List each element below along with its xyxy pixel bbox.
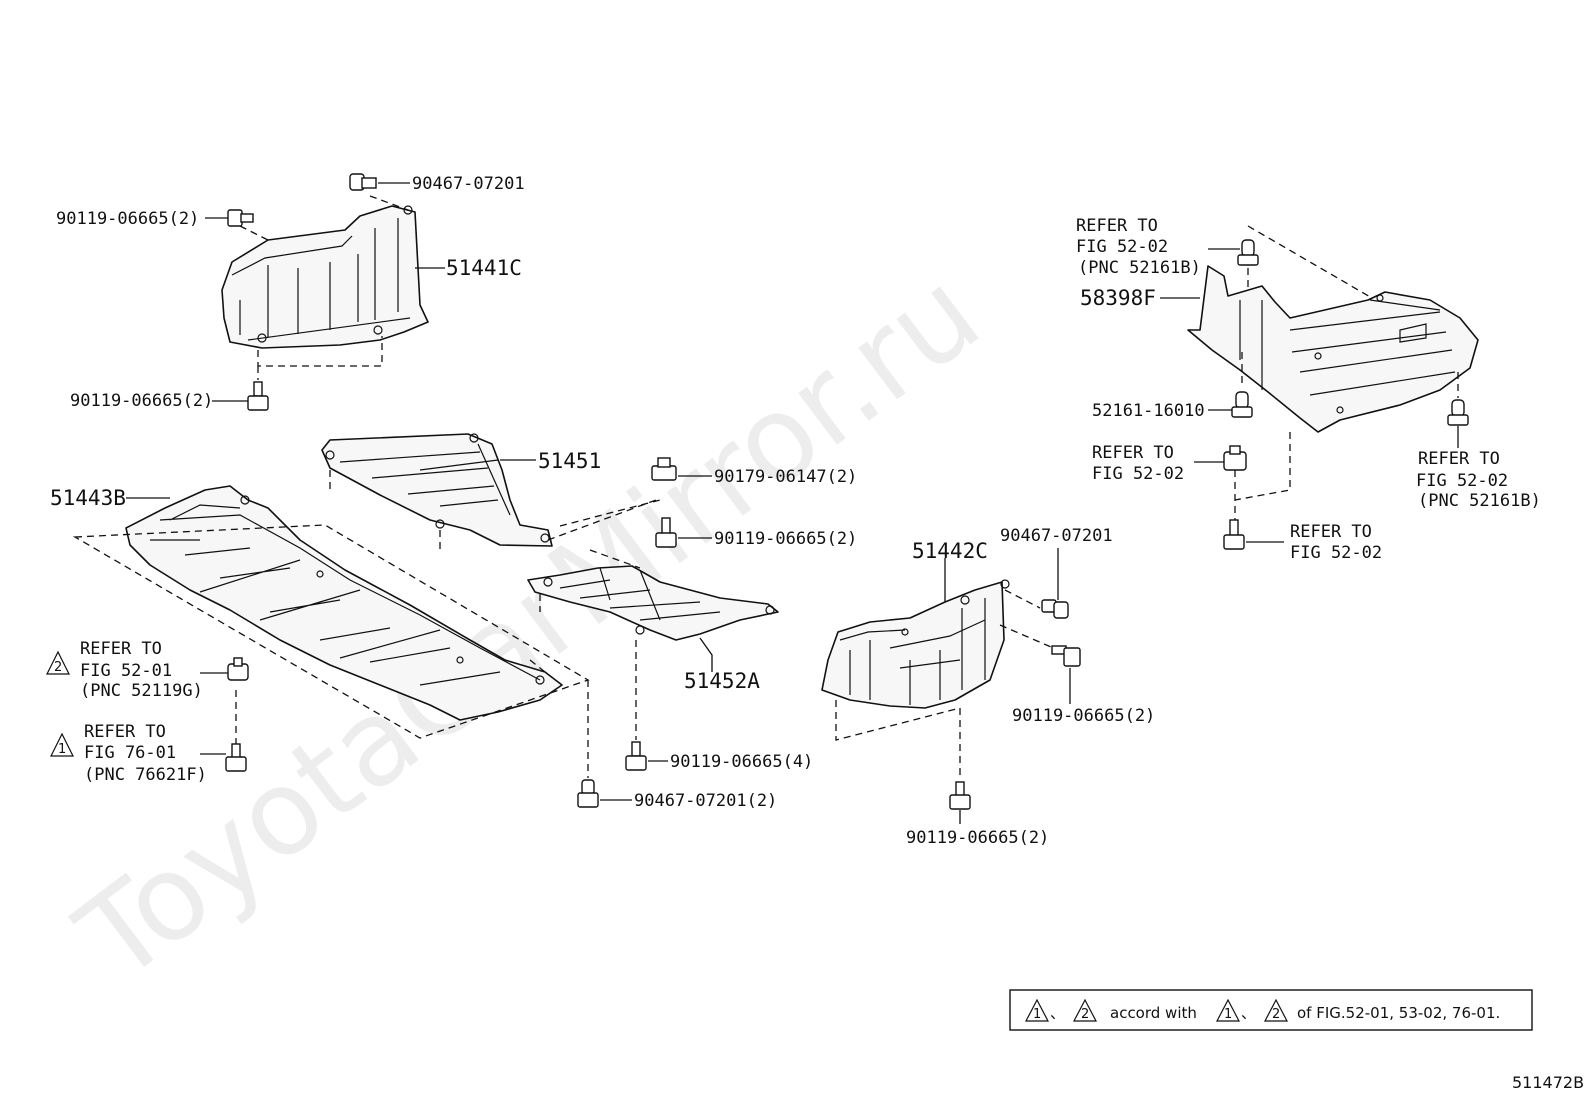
clip-52161-16010 bbox=[1231, 391, 1253, 418]
part-number-51452A: 51452A bbox=[684, 669, 760, 693]
part-51452A-drawing bbox=[527, 565, 779, 641]
ref-right-line1: REFER TO bbox=[1418, 449, 1500, 469]
ref-76-01-line1: REFER TO bbox=[84, 722, 166, 742]
note-tri-2a-number: 2 bbox=[1081, 1007, 1089, 1022]
fastener-90119-06665-lower: 90119-06665(2) bbox=[70, 391, 213, 411]
fastener-90119-06665-bottom: 90119-06665(2) bbox=[906, 828, 1049, 848]
fastener-90467-07201-top: 90467-07201 bbox=[412, 174, 525, 194]
fastener-90179-06147: 90179-06147(2) bbox=[714, 467, 857, 487]
fastener-90119-06665-quad: 90119-06665(4) bbox=[670, 752, 813, 772]
ref-bottom-line2: FIG 52-02 bbox=[1290, 543, 1382, 563]
nut-fig-52-02 bbox=[1223, 445, 1247, 471]
ref-right-line3: (PNC 52161B) bbox=[1418, 491, 1541, 511]
bolt-90119-06665-upper bbox=[227, 209, 254, 227]
ref-76-01-line2: FIG 76-01 bbox=[84, 743, 176, 763]
note-triangle-1a bbox=[1025, 998, 1049, 1022]
ref-bottom-line1: REFER TO bbox=[1290, 522, 1372, 542]
part-number-58398F: 58398F bbox=[1080, 286, 1156, 310]
fastener-90119-06665-upper: 90119-06665(2) bbox=[56, 209, 199, 229]
marker-1-number: 1 bbox=[58, 742, 66, 757]
part-51442C-drawing bbox=[821, 579, 1010, 709]
marker-2-number: 2 bbox=[54, 660, 62, 675]
fastener-90467-07201-right: 90467-07201 bbox=[1000, 526, 1113, 546]
part-51443B-drawing bbox=[125, 485, 563, 721]
part-51441C-drawing bbox=[221, 205, 429, 349]
ref-mid-line1: REFER TO bbox=[1092, 443, 1174, 463]
note-accord-text: accord with bbox=[1110, 1004, 1197, 1022]
bolt-fig-52-02 bbox=[1223, 519, 1245, 550]
ref-right-line2: FIG 52-02 bbox=[1416, 471, 1508, 491]
note-triangle-1b bbox=[1216, 998, 1240, 1022]
part-number-51442C: 51442C bbox=[912, 539, 988, 563]
clip-90467-07201-pair bbox=[577, 779, 599, 808]
bolt-90119-06665-right bbox=[1051, 645, 1081, 667]
note-tri-1b-number: 1 bbox=[1224, 1007, 1232, 1022]
note-tri-2b-number: 2 bbox=[1272, 1007, 1280, 1022]
fastener-90119-06665-mid: 90119-06665(2) bbox=[714, 529, 857, 549]
note-triangle-2a bbox=[1073, 998, 1097, 1022]
note-tri-1a-number: 1 bbox=[1033, 1007, 1041, 1022]
fastener-90467-07201-pair: 90467-07201(2) bbox=[634, 791, 777, 811]
marker-triangle-1 bbox=[50, 732, 74, 757]
part-51451-drawing bbox=[321, 433, 553, 547]
bolt-76621F bbox=[225, 743, 247, 772]
note-triangle-2b bbox=[1264, 998, 1288, 1022]
bolt-90119-06665-lower bbox=[247, 381, 269, 411]
clip-90467-07201-right bbox=[1041, 599, 1069, 619]
bolt-90119-06665-bottom bbox=[949, 781, 971, 810]
diagram-code: 511472B bbox=[1512, 1073, 1584, 1092]
nut-90179-06147 bbox=[651, 457, 677, 481]
note-tail-text: of FIG.52-01, 53-02, 76-01. bbox=[1297, 1004, 1500, 1022]
fastener-90119-06665-right: 90119-06665(2) bbox=[1012, 706, 1155, 726]
ref-52-01-line2: FIG 52-01 bbox=[80, 661, 172, 681]
fastener-52161-16010: 52161-16010 bbox=[1092, 401, 1205, 421]
part-58398F-drawing bbox=[1187, 265, 1479, 433]
ref-76-01-line3: (PNC 76621F) bbox=[84, 765, 207, 785]
ref-top-line1: REFER TO bbox=[1076, 216, 1158, 236]
clip-52119G bbox=[227, 657, 249, 681]
ref-top-line3: (PNC 52161B) bbox=[1078, 258, 1201, 278]
ref-52-01-line3: (PNC 52119G) bbox=[80, 681, 203, 701]
clip-90467-07201-top bbox=[349, 173, 377, 191]
part-number-51451: 51451 bbox=[538, 449, 601, 473]
bolt-90119-06665-quad bbox=[625, 741, 647, 771]
marker-triangle-2 bbox=[46, 650, 70, 675]
ref-52-01-line1: REFER TO bbox=[80, 639, 162, 659]
note-sep-a: 、 bbox=[1050, 1004, 1065, 1022]
bolt-90119-06665-mid bbox=[655, 517, 677, 548]
part-number-51443B: 51443B bbox=[50, 486, 126, 510]
clip-52161B-top bbox=[1237, 239, 1259, 266]
ref-mid-line2: FIG 52-02 bbox=[1092, 464, 1184, 484]
ref-top-line2: FIG 52-02 bbox=[1076, 237, 1168, 257]
note-sep-b: 、 bbox=[1241, 1004, 1256, 1022]
clip-52161B-right bbox=[1447, 399, 1469, 426]
part-number-51441C: 51441C bbox=[446, 256, 522, 280]
